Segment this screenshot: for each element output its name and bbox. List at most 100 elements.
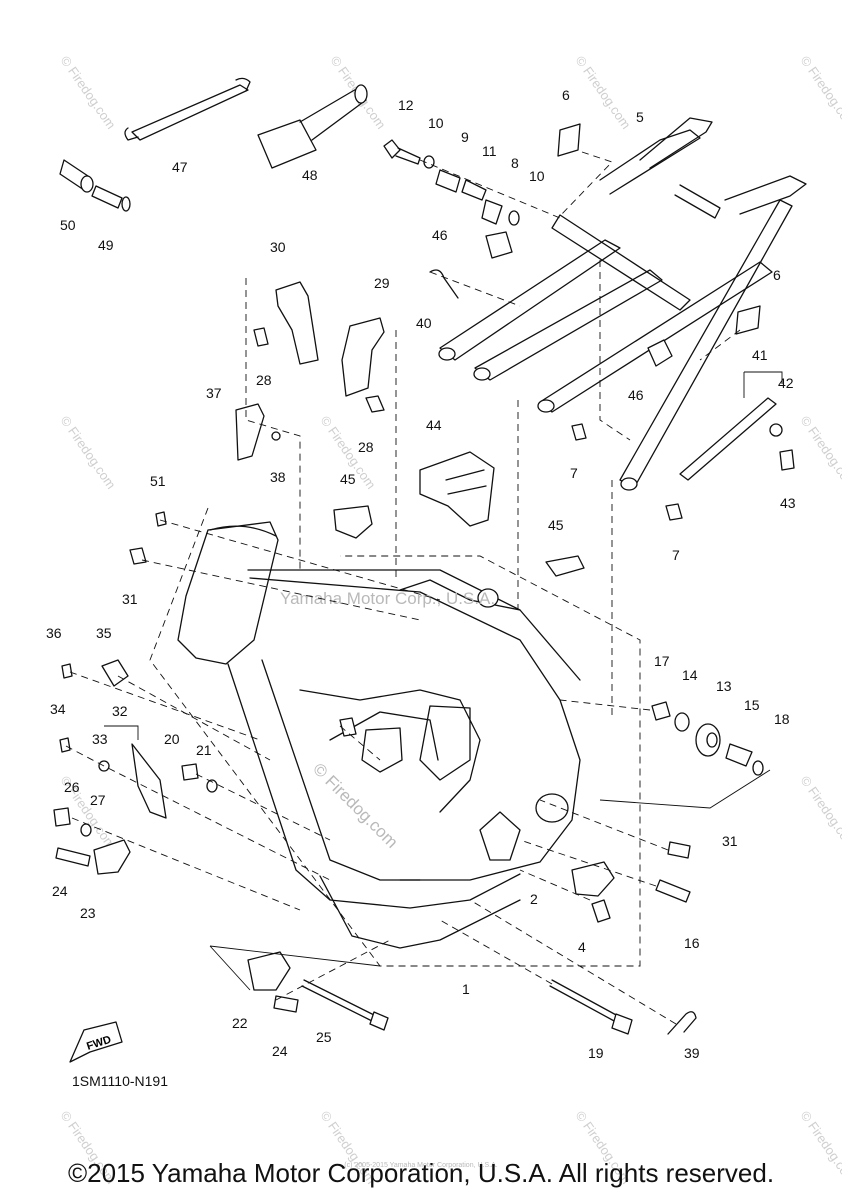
callout-28: 28 [256,372,272,388]
part-27-washer [80,823,92,837]
callout-46: 46 [432,227,448,243]
callout-9: 9 [461,129,469,145]
part-18-washer [752,760,764,776]
part-28-bolt [253,327,269,347]
callout-21: 21 [196,742,212,758]
callout-23: 23 [80,905,96,921]
callout-6: 6 [562,87,570,103]
callout-15: 15 [744,697,760,713]
part-25-bolt [301,979,389,1031]
part-29-bracket [341,317,385,397]
callout-27: 27 [90,792,106,808]
part-50-collar [59,159,94,193]
callout-31b: 31 [722,833,738,849]
callout-40: 40 [416,315,432,331]
part-26-collar [53,807,71,827]
callout-41: 41 [752,347,768,363]
callout-14: 14 [682,667,698,683]
callout-37: 37 [206,385,222,401]
callout-12: 12 [398,97,414,113]
part-20-collar [181,763,199,781]
callout-20: 20 [164,731,180,747]
callout-19: 19 [588,1045,604,1061]
callout-32: 32 [112,703,128,719]
part-6-label-2 [735,305,761,335]
callout-45: 45 [340,471,356,487]
watermark: © Firedog.com [573,53,634,132]
copyright-footer: ©2015 Yamaha Motor Corporation, U.S.A. A… [67,1158,775,1188]
part-17-nut [651,701,671,721]
part-7-bolt-2 [665,503,683,521]
callout-39: 39 [684,1045,700,1061]
part-15-collar [725,743,753,767]
part-14-washer [674,712,690,732]
callout-26: 26 [64,779,80,795]
callout-31: 31 [122,591,138,607]
callout-5: 5 [636,109,644,125]
watermark-layer: © Firedog.com © Firedog.com © Firedog.co… [58,53,842,1187]
part-10-washer-2 [508,210,520,226]
part-2-bracket [571,861,615,897]
callout-7: 7 [570,465,578,481]
callout-10: 10 [428,115,444,131]
callout-11: 11 [482,143,497,159]
callout-18: 18 [774,711,790,727]
part-46-clamp-2 [647,339,673,367]
part-31-bolt-2 [667,841,691,859]
part-48-wrench [257,84,368,169]
part-24-bolt [55,847,91,867]
part-7-bolt [571,423,587,441]
part-8-bushing [481,199,503,225]
part-1-frame [177,521,581,949]
part-40-clip [429,269,459,299]
part-44-cover [419,451,495,527]
watermark: © Firedog.com [58,413,119,492]
callout-24: 24 [52,883,68,899]
part-47-spanner [124,77,251,141]
callout-43: 43 [780,495,796,511]
part-38-screw [271,431,281,441]
small-credit: (c) 2005-2015 Yamaha Motor Corporation, … [344,1162,498,1169]
callout-16: 16 [684,935,700,951]
part-42-collar [769,423,783,437]
part-23-bracket [93,839,131,875]
watermark: © Firedog.com [798,773,842,852]
frame-watermark: Yamaha Motor Corp., U.S.A. [280,589,495,608]
part-11-collar [461,179,487,201]
callout-8: 8 [511,155,519,171]
part-49-bolt [91,185,131,212]
part-34-bolt [59,737,71,753]
callout-25: 25 [316,1029,332,1045]
callout-numbers: 1 2 4 5 6 6 7 7 8 9 10 10 11 12 13 14 15… [46,87,796,1061]
part-21-washer [206,779,218,793]
callout-1: 1 [462,981,470,997]
part-36-bolt [61,663,73,679]
watermark: © Firedog.com [798,53,842,132]
callout-6b: 6 [773,267,781,283]
callout-50: 50 [60,217,76,233]
callout-33: 33 [92,731,108,747]
part-37-guide [235,403,265,461]
part-13-bearing [695,723,721,757]
callout-28b: 28 [358,439,374,455]
part-31-bolt [129,547,147,565]
part-6-label [557,123,581,157]
part-35-guide [101,659,129,687]
callout-45b: 45 [548,517,564,533]
part-45-clamp-2 [545,555,585,577]
part-45-clamp [333,505,373,539]
callout-30: 30 [270,239,286,255]
part-12-bolt [383,139,421,165]
callout-22: 22 [232,1015,248,1031]
part-16-bolt [655,879,691,903]
callout-35: 35 [96,625,112,641]
callout-13: 13 [716,678,732,694]
callout-34: 34 [50,701,66,717]
part-22-bracket [247,951,291,991]
part-43-bolt [779,449,795,471]
part-5-rear-frame [438,117,807,491]
callout-48: 48 [302,167,318,183]
part-4-bolt-2 [339,717,357,737]
part-39-pin [667,1011,697,1035]
